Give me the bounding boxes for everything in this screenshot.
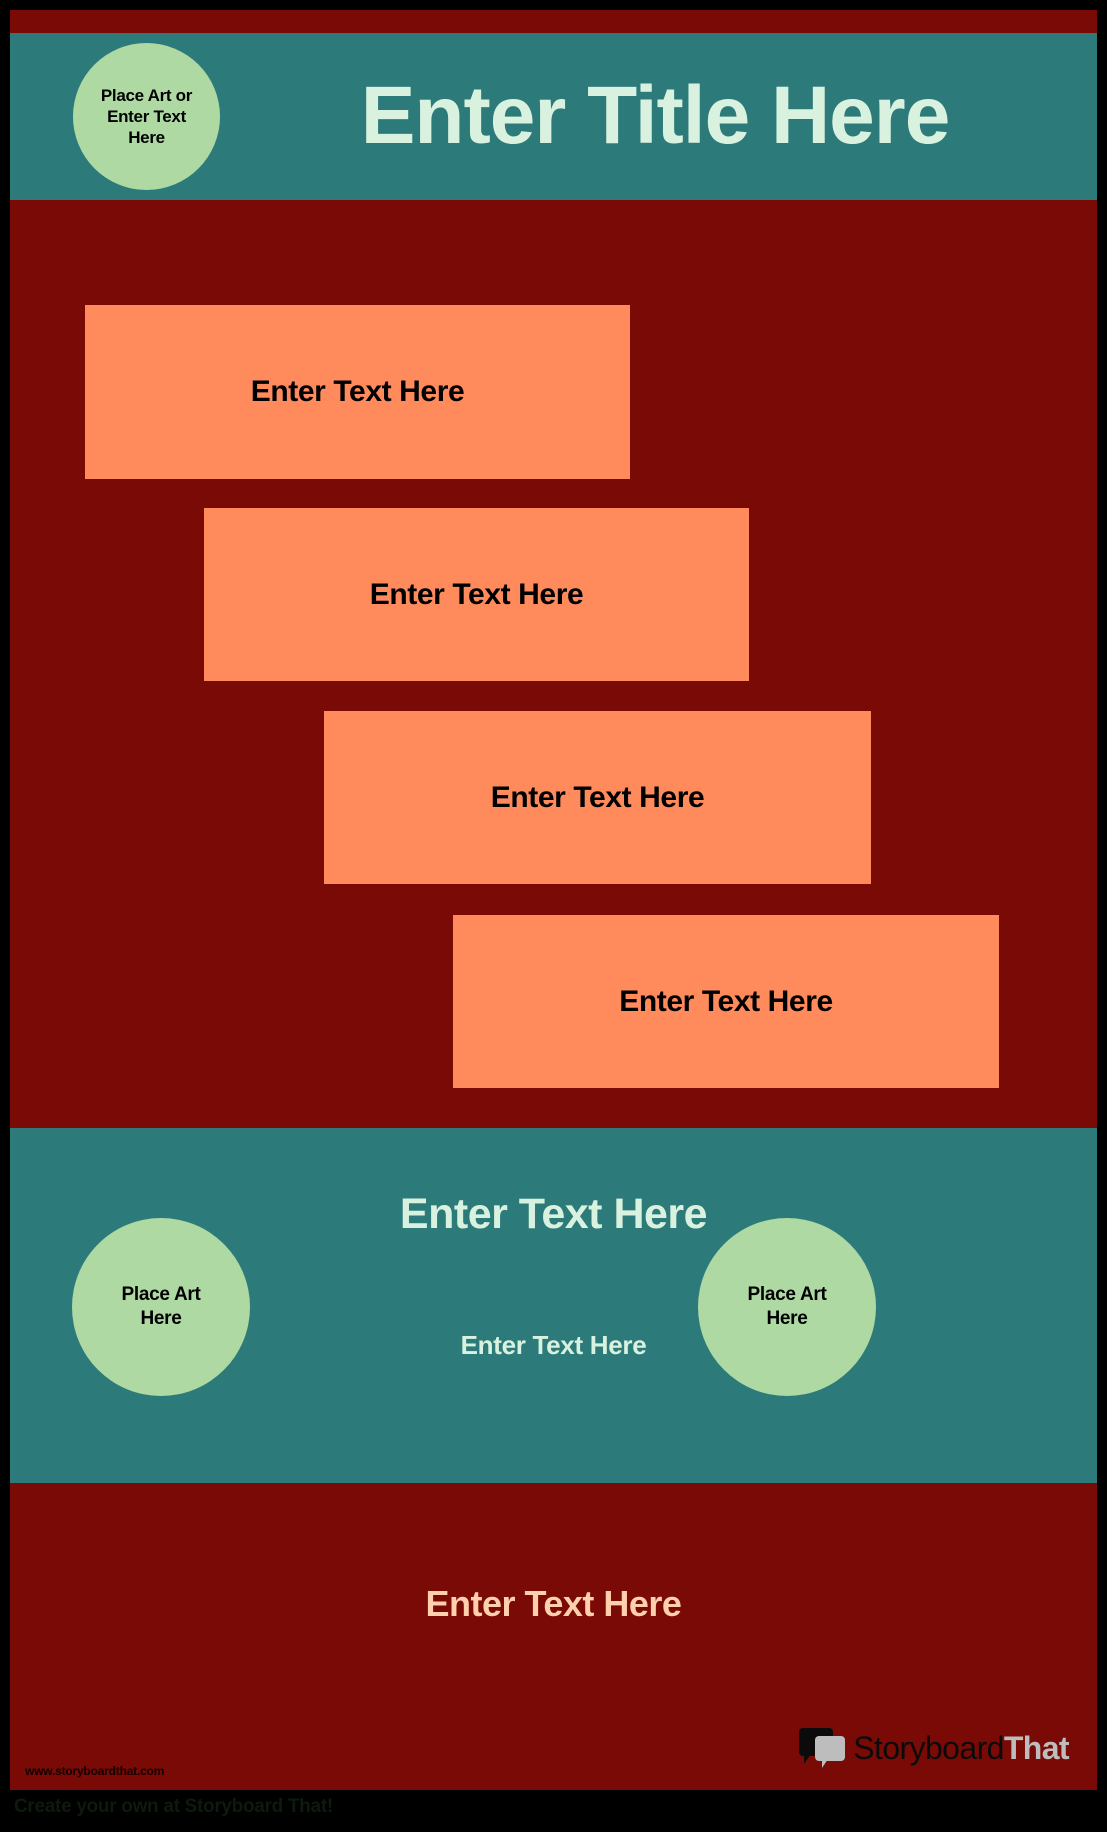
poster-canvas: Place Art or Enter Text Here Enter Title…	[10, 10, 1097, 1790]
art-circle-left[interactable]: Place Art Here	[72, 1218, 250, 1396]
footer-section: Enter Text Here www.storyboardthat.com S…	[10, 1483, 1097, 1790]
body-area: Enter Text Here Enter Text Here Enter Te…	[10, 200, 1097, 1128]
logo-word-storyboard: Storyboard	[853, 1729, 1004, 1766]
logo-wordmark: StoryboardThat	[853, 1730, 1069, 1767]
art-circle-left-label: Place Art Here	[121, 1284, 201, 1329]
text-box-4[interactable]: Enter Text Here	[453, 915, 999, 1088]
bottom-caption: Create your own at Storyboard That!	[14, 1796, 333, 1817]
art-circle-right[interactable]: Place Art Here	[698, 1218, 876, 1396]
teal-section: Enter Text Here Place Art Here Place Art…	[10, 1128, 1097, 1483]
header-art-circle-label: Place Art or Enter Text Here	[100, 85, 193, 148]
storyboardthat-logo: StoryboardThat	[799, 1728, 1070, 1768]
logo-word-that: That	[1003, 1729, 1070, 1766]
footer-text[interactable]: Enter Text Here	[425, 1583, 682, 1624]
header-art-circle[interactable]: Place Art or Enter Text Here	[73, 43, 220, 190]
teal-section-subheading[interactable]: Enter Text Here	[460, 1330, 647, 1360]
footer-url: www.storyboardthat.com	[25, 1764, 165, 1778]
teal-section-heading[interactable]: Enter Text Here	[399, 1190, 708, 1238]
speech-bubbles-icon	[799, 1728, 846, 1768]
text-box-3[interactable]: Enter Text Here	[324, 711, 871, 884]
art-circle-right-label: Place Art Here	[747, 1284, 827, 1329]
header-band: Place Art or Enter Text Here Enter Title…	[10, 33, 1097, 200]
speech-bubble-front-icon	[815, 1736, 846, 1768]
top-red-strip	[10, 10, 1097, 33]
poster-title[interactable]: Enter Title Here	[360, 70, 951, 161]
text-box-2[interactable]: Enter Text Here	[204, 508, 749, 681]
text-box-1[interactable]: Enter Text Here	[85, 305, 630, 479]
